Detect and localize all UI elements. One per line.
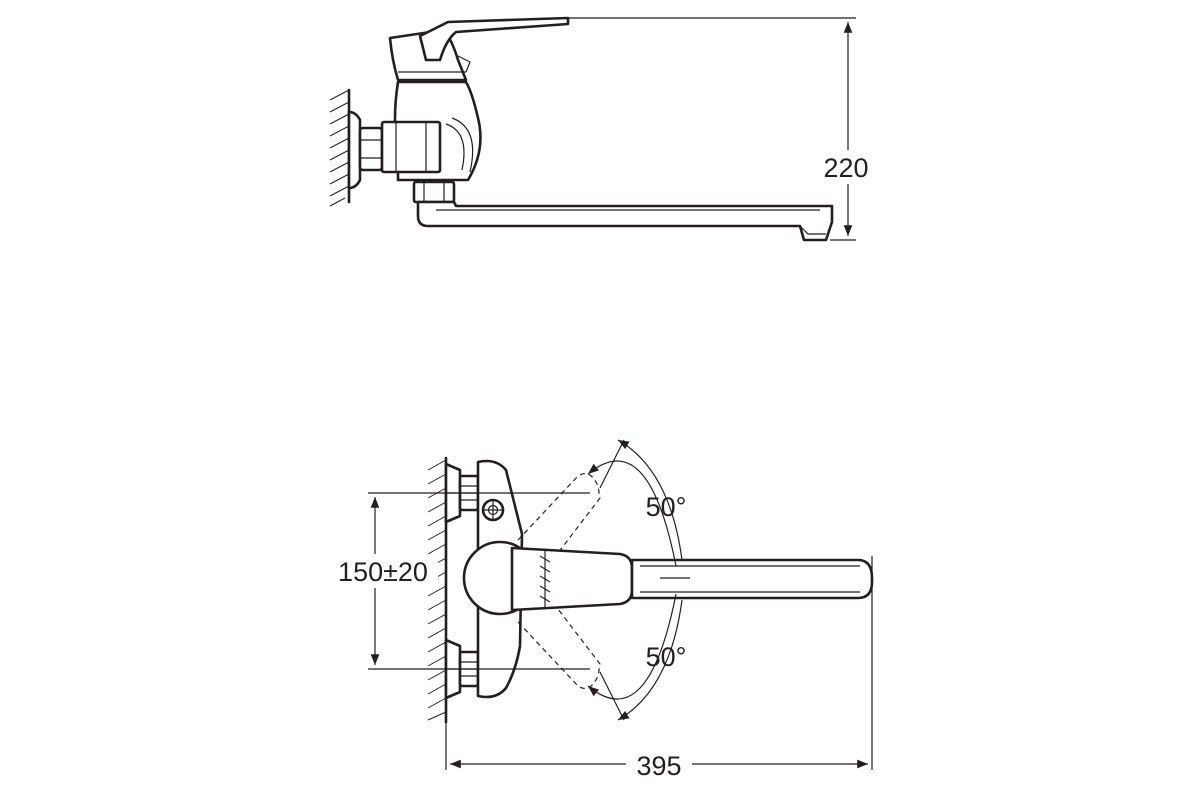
angle-top-label: 50° (646, 492, 687, 522)
length-dimension-label: 395 (636, 751, 681, 781)
side-mixer-body (380, 80, 482, 182)
height-dimension: 220 (568, 17, 876, 241)
top-wall-hatch (427, 456, 448, 724)
side-spout (416, 200, 834, 242)
side-wall-hatch (329, 88, 351, 207)
spacing-dimension-label: 150±20 (338, 557, 428, 587)
height-dimension-label: 220 (823, 153, 868, 183)
top-spout (630, 558, 874, 600)
side-view: 220 (329, 16, 876, 242)
rotation-angle-arcs (587, 439, 690, 721)
side-spout-nut (412, 180, 456, 204)
spacing-dimension: 150±20 (328, 492, 590, 670)
side-wall-flange (347, 110, 384, 190)
angle-bottom-label: 50° (646, 642, 687, 672)
top-lever-handle (462, 540, 634, 616)
diverter-button (481, 498, 505, 522)
length-dimension: 395 (445, 556, 873, 782)
side-lever-handle (388, 16, 570, 82)
top-view: 50° 50° 150±20 395 (328, 439, 874, 782)
